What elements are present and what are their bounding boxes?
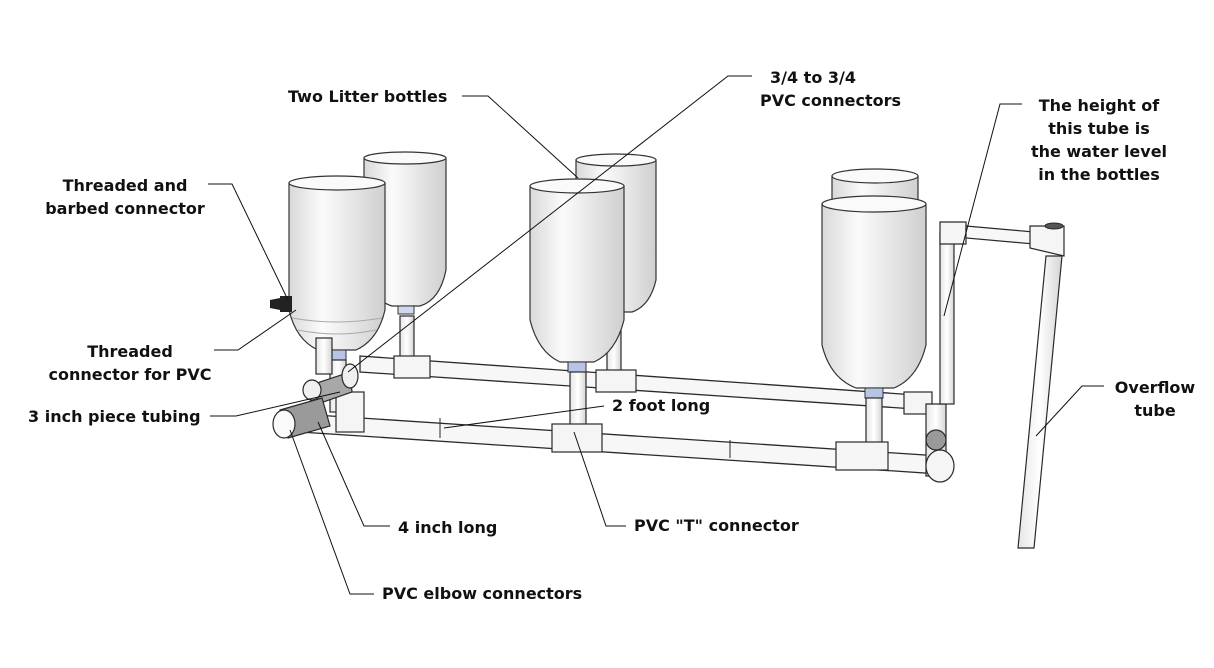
front-middle-riser	[569, 371, 587, 429]
label-line: Overflow	[1114, 378, 1196, 397]
label-threaded-barbed: Threaded and barbed connector	[40, 174, 210, 220]
leader-tube-height	[943, 103, 1022, 317]
left-end-assembly	[270, 296, 359, 439]
leader-threaded-pvc	[214, 309, 297, 351]
label-pvc-connectors: 3/4 to 3/4 PVC connectors	[760, 66, 901, 112]
label-three-inch-tubing: 3 inch piece tubing	[28, 407, 201, 426]
bottle-front-middle	[529, 178, 625, 373]
bottle-back-right	[831, 168, 919, 201]
elbow-connector-front	[272, 409, 296, 439]
label-pvc-t-connector: PVC "T" connector	[634, 516, 799, 535]
threaded-barbed-connector	[280, 296, 292, 312]
leader-overflow-tube	[1035, 385, 1104, 437]
right-end-assembly	[925, 221, 1065, 549]
label-line: connector for PVC	[48, 365, 212, 384]
back-left-t	[393, 355, 431, 379]
front-middle-t	[551, 423, 603, 453]
overflow-tube	[1017, 255, 1063, 549]
label-line: tube	[1134, 401, 1176, 420]
leader-two-foot-long	[443, 405, 605, 429]
horizontal-connector-tube	[965, 225, 1035, 245]
label-line: the water level	[1030, 142, 1168, 161]
back-middle-t	[595, 369, 637, 393]
label-line: this tube is	[1048, 119, 1150, 138]
leader-four-inch-long	[317, 421, 390, 527]
front-right-t	[835, 441, 889, 471]
label-overflow-tube: Overflow tube	[1100, 376, 1210, 422]
label-line: barbed connector	[45, 199, 205, 218]
leader-two-litter-bottles	[462, 95, 579, 179]
label-tube-height: The height of this tube is the water lev…	[1014, 94, 1184, 186]
label-threaded-pvc: Threaded connector for PVC	[40, 340, 220, 386]
elbow-connector-right	[925, 449, 955, 483]
label-two-foot-long: 2 foot long	[612, 396, 711, 415]
label-line: Threaded and	[62, 176, 188, 195]
front-left-t	[335, 391, 365, 433]
leader-three-inch-tubing	[210, 391, 341, 417]
bottle-front-right	[821, 195, 927, 399]
label-two-litter-bottles: Two Litter bottles	[288, 87, 448, 106]
label-four-inch-long: 4 inch long	[398, 518, 498, 537]
label-line: PVC connectors	[760, 91, 902, 110]
leader-pvc-connectors	[347, 75, 752, 373]
label-pvc-elbow: PVC elbow connectors	[382, 584, 583, 603]
leader-threaded-barbed	[208, 183, 289, 301]
label-line: in the bottles	[1038, 165, 1160, 184]
leader-pvc-elbow	[289, 429, 374, 595]
bottle-front-left	[288, 175, 386, 361]
leader-lines	[208, 75, 1104, 595]
leader-pvc-t-connector	[573, 431, 626, 527]
back-left-riser	[399, 315, 415, 363]
label-line: Threaded	[87, 342, 173, 361]
label-line: The height of	[1038, 96, 1160, 115]
water-level-tube	[939, 231, 955, 405]
label-line: 3/4 to 3/4	[770, 68, 856, 87]
